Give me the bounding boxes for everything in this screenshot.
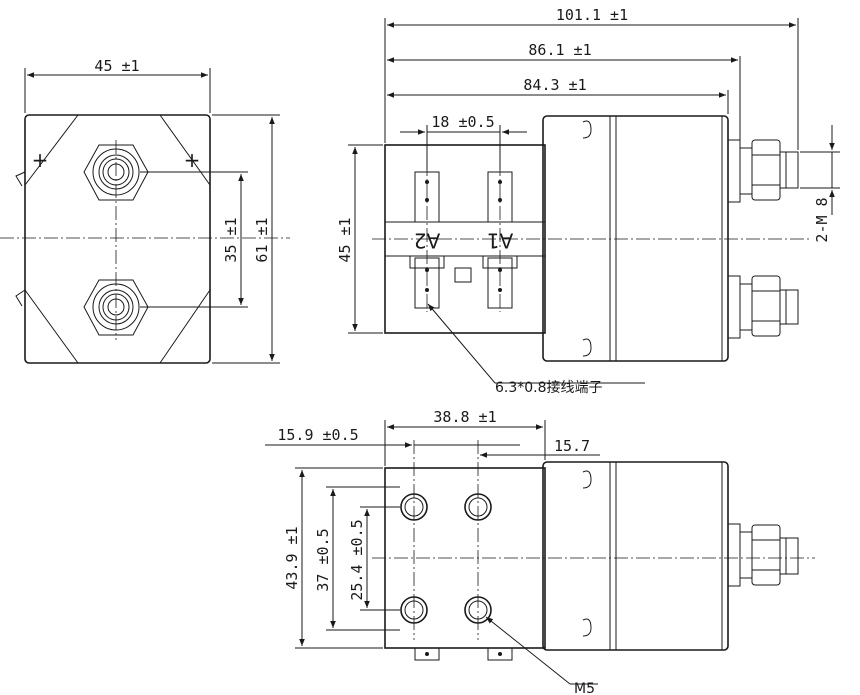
- bottom-stud: [727, 523, 799, 587]
- front-diamond-right: [159, 114, 211, 364]
- side-stud-top: [727, 139, 799, 203]
- front-diamond-left: [24, 114, 79, 364]
- front-clip-top: [15, 171, 26, 187]
- plus-sign-right: +: [184, 148, 201, 172]
- bottom-tab-left: [414, 647, 440, 661]
- hole-inner-dim-text: 25.4 ±0.5: [348, 519, 366, 600]
- hole-outer-dim-text: 37 ±0.5: [314, 528, 332, 591]
- bottom-view: 38.8 ±1 15.9 ±0.5 15.7 43.9 ±1 37 ±0.5 2…: [265, 408, 815, 695]
- thread-dim-text: 2-M 8: [813, 197, 831, 242]
- front-spacing-dim-text: 35 ±1: [222, 217, 240, 262]
- hole-callout-leader: [485, 616, 571, 685]
- nut-length-dim-text: 86.1 ±1: [528, 41, 591, 59]
- hole-callout-text: M5: [574, 681, 595, 695]
- bottom-cap: [542, 461, 729, 651]
- small-offset-dim-text: 15.7: [554, 437, 590, 455]
- hole-span-dim-text: 38.8 ±1: [433, 408, 496, 426]
- edge-offset-dim-text: 15.9 ±0.5: [277, 426, 358, 444]
- front-clip-bottom: [15, 289, 26, 307]
- aux-terminal-callout-text: 6.3*0.8接线端子: [495, 379, 603, 396]
- overall-length-dim-text: 101.1 ±1: [556, 6, 628, 24]
- front-width-dim-text: 45 ±1: [94, 57, 139, 75]
- aux-spacing-dim-text: 18 ±0.5: [431, 113, 494, 131]
- aux-terminal-callout-leader: [427, 303, 496, 384]
- plus-sign-left: +: [32, 148, 49, 172]
- side-cap: [542, 115, 729, 362]
- side-height-dim-text: 45 ±1: [336, 217, 354, 262]
- body-length-dim-text: 84.3 ±1: [523, 76, 586, 94]
- front-height-dim-text: 61 ±1: [253, 217, 271, 262]
- front-body-outline: [24, 114, 211, 364]
- bottom-tab-right: [487, 647, 513, 661]
- side-view: A2 A1 101.1 ±1 86.1 ±1 84.3 ±1 18 ±0.5 4…: [336, 6, 840, 396]
- bottom-height-dim-text: 43.9 ±1: [283, 526, 301, 589]
- side-stud-bottom: [727, 275, 799, 339]
- front-view: + + 45 ±1 61 ±1: [0, 57, 290, 364]
